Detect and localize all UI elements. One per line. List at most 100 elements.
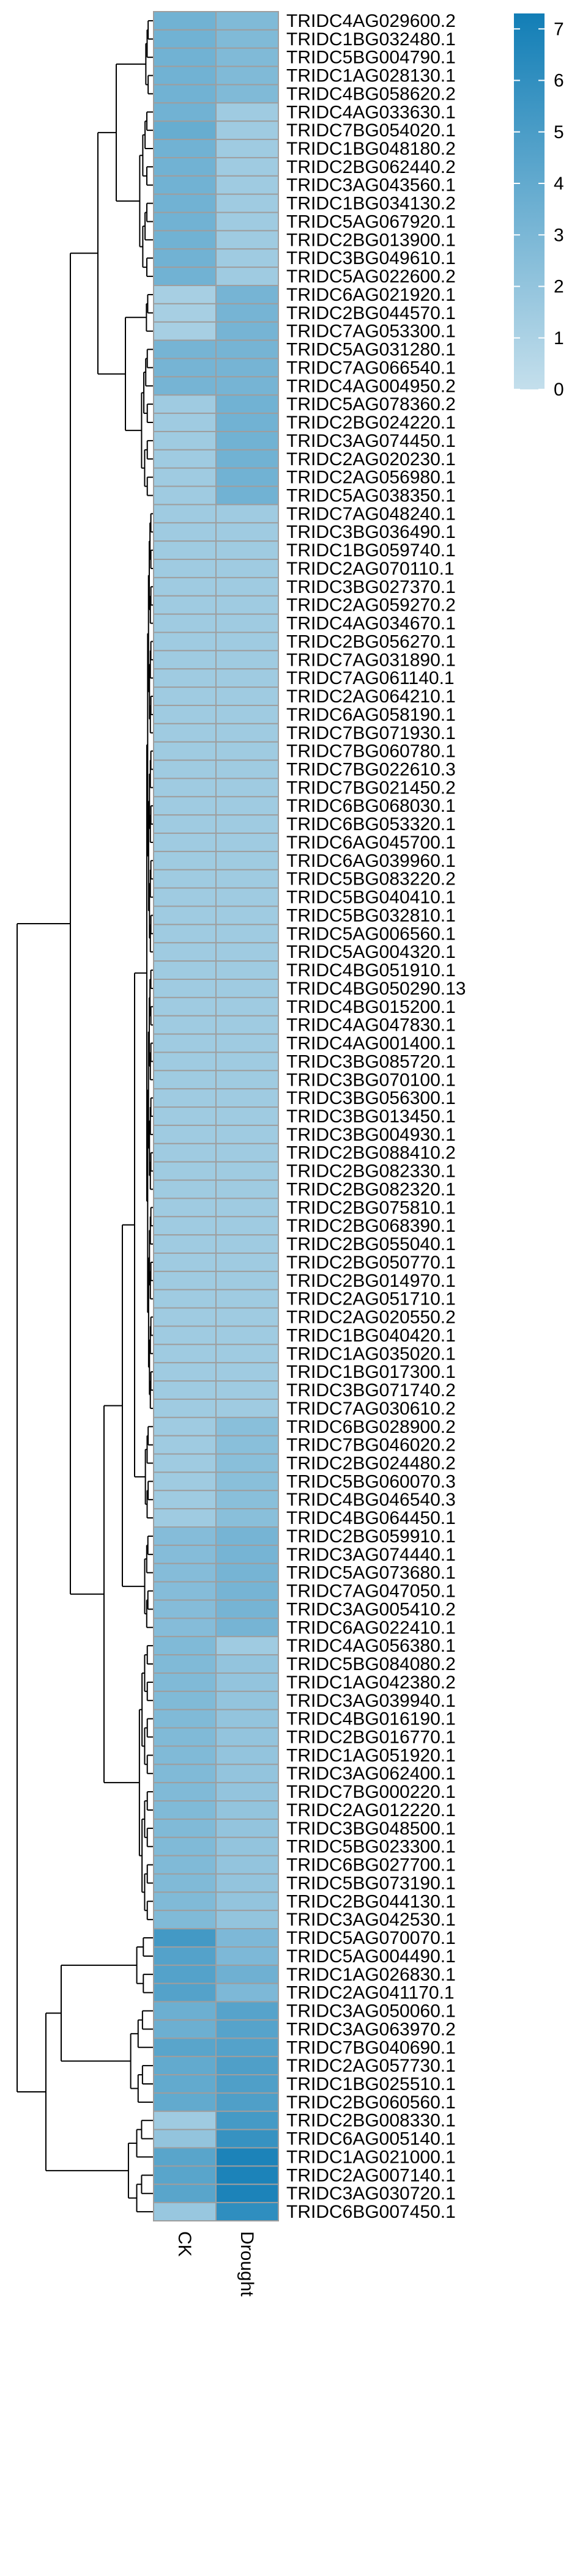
row-label: TRIDC6AG058190.1 (286, 705, 456, 725)
heatmap-cell (215, 230, 279, 250)
heatmap-cell (153, 576, 217, 597)
row-label: TRIDC7BG071930.1 (286, 723, 456, 743)
row-label: TRIDC2BG055040.1 (286, 1234, 456, 1254)
heatmap-cell (215, 1946, 279, 1966)
row-label: TRIDC5AG038350.1 (286, 485, 456, 506)
row-label: TRIDC6AG022410.1 (286, 1617, 456, 1638)
heatmap-cell (153, 850, 217, 870)
heatmap-cell (215, 339, 279, 359)
row-dendrogram (17, 20, 153, 2213)
heatmap-cell (215, 1490, 279, 1510)
row-label: TRIDC4AG034670.1 (286, 614, 456, 634)
heatmap-cell (215, 1106, 279, 1126)
heatmap-cell (153, 1818, 217, 1838)
row-label: TRIDC6BG053320.1 (286, 814, 456, 834)
heatmap-cell (215, 1307, 279, 1327)
row-label: TRIDC2BG050770.1 (286, 1253, 456, 1273)
heatmap-cell (153, 430, 217, 451)
heatmap-cell (215, 321, 279, 341)
heatmap-cell (153, 1910, 217, 1930)
heatmap-cell (153, 1617, 217, 1638)
heatmap-cell (153, 796, 217, 816)
heatmap-cell (215, 1124, 279, 1144)
heatmap-cell (153, 613, 217, 633)
heatmap-cell (153, 394, 217, 414)
heatmap-cell (215, 814, 279, 834)
heatmap-cell (215, 1198, 279, 1218)
heatmap-cell (215, 1818, 279, 1838)
row-label: TRIDC5AG078360.2 (286, 394, 456, 414)
heatmap-cell (153, 1070, 217, 1090)
row-label: TRIDC7BG000220.1 (286, 1782, 456, 1802)
heatmap-cell (153, 887, 217, 907)
heatmap-cell (215, 267, 279, 287)
heatmap-cell (153, 1982, 217, 2003)
row-label: TRIDC4AG004950.2 (286, 376, 456, 396)
heatmap-cell (153, 1490, 217, 1510)
row-label: TRIDC1BG040420.1 (286, 1325, 456, 1345)
row-label: TRIDC5BG004790.1 (286, 48, 456, 68)
heatmap-cell (215, 1964, 279, 1984)
heatmap-cell (153, 1873, 217, 1893)
row-label: TRIDC2AG070110.1 (286, 559, 455, 579)
row-label: TRIDC2BG075810.1 (286, 1198, 456, 1218)
heatmap-cell (215, 413, 279, 432)
heatmap-cell (215, 1764, 279, 1784)
row-label: TRIDC3BG004930.1 (286, 1125, 456, 1145)
heatmap-cell (153, 996, 217, 1017)
heatmap-cell (215, 631, 279, 652)
heatmap-cell (153, 2074, 217, 2094)
legend-tick-label: 3 (554, 225, 564, 245)
heatmap-cell (153, 1836, 217, 1857)
row-label: TRIDC3AG063970.2 (286, 2019, 456, 2039)
heatmap-cell (153, 924, 217, 944)
row-label: TRIDC6AG045700.1 (286, 833, 456, 853)
heatmap-cell (153, 1033, 217, 1053)
heatmap-cell (153, 2092, 217, 2112)
heatmap-cell (153, 2202, 217, 2222)
heatmap-cell (153, 321, 217, 341)
row-label: TRIDC4BG016190.1 (286, 1709, 456, 1729)
legend-tick-label: 2 (554, 277, 564, 297)
row-label: TRIDC2BG056270.1 (286, 631, 456, 652)
row-label: TRIDC2AG041170.1 (286, 1983, 455, 2003)
row-label: TRIDC6BG028900.2 (286, 1417, 456, 1437)
heatmap-cell (215, 1910, 279, 1930)
heatmap-cell (153, 376, 217, 396)
heatmap-cell (153, 413, 217, 432)
heatmap-cell (215, 540, 279, 561)
heatmap-cell (215, 248, 279, 268)
heatmap-cell (153, 2129, 217, 2149)
row-label: TRIDC2BG014970.1 (286, 1271, 456, 1291)
heatmap-cell (215, 1362, 279, 1382)
heatmap-cell (215, 504, 279, 524)
row-label: TRIDC3AG074450.1 (286, 431, 456, 451)
heatmap-cell (153, 1453, 217, 1473)
row-label: TRIDC5AG070070.1 (286, 1928, 456, 1948)
heatmap-cell (153, 1891, 217, 1912)
legend-tick-label: 1 (554, 328, 564, 348)
row-label: TRIDC1BG032480.1 (286, 29, 456, 50)
heatmap-cell (215, 120, 279, 141)
heatmap-cell (215, 1216, 279, 1236)
row-label: TRIDC6BG068030.1 (286, 796, 456, 816)
heatmap-cell (153, 65, 217, 86)
heatmap-cell (153, 1690, 217, 1710)
heatmap-cell (153, 339, 217, 359)
heatmap-cell (215, 1745, 279, 1765)
heatmap-cell (153, 1599, 217, 1619)
heatmap-cell (215, 576, 279, 597)
row-label: TRIDC7BG054020.1 (286, 120, 456, 141)
heatmap-cell (153, 175, 217, 195)
row-label: TRIDC3BG071740.2 (286, 1380, 456, 1400)
heatmap-cell (215, 2037, 279, 2058)
heatmap-cell (153, 230, 217, 250)
heatmap-cell (215, 29, 279, 49)
row-label: TRIDC7BG060780.1 (286, 742, 456, 762)
row-label: TRIDC4AG029600.2 (286, 11, 456, 31)
row-label: TRIDC4AG001400.1 (286, 1034, 456, 1054)
heatmap-cell (215, 1234, 279, 1254)
heatmap-cell (153, 2019, 217, 2039)
heatmap-cell (215, 1617, 279, 1638)
